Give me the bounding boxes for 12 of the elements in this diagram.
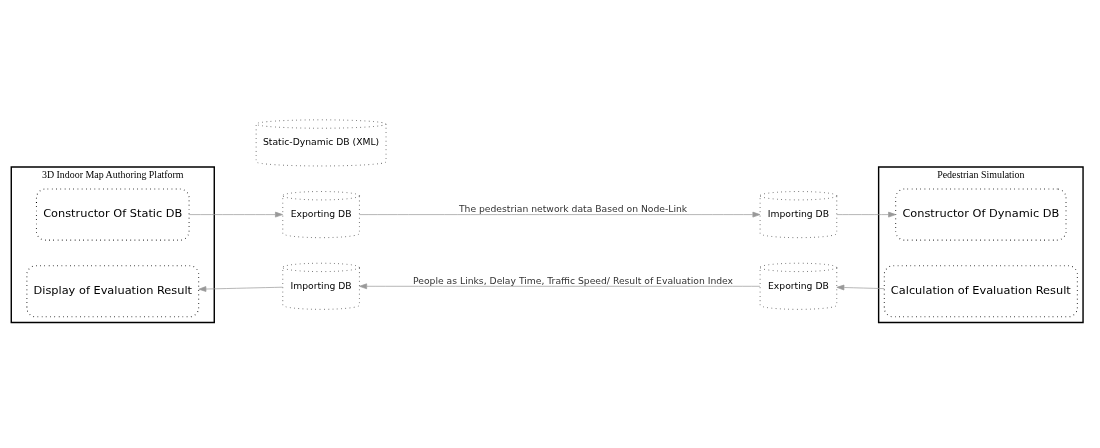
arrow (359, 211, 761, 218)
node-box: Calculation of Evaluation Result (883, 265, 1078, 318)
arrow (836, 284, 885, 291)
arrow (189, 211, 283, 218)
node-box: Constructor Of Dynamic DB (895, 188, 1067, 241)
node-box: Constructor Of Static DB (35, 188, 190, 241)
arrow (359, 283, 761, 290)
edge-label: The pedestrian network data Based on Node-Link (458, 203, 688, 215)
node-box: Display of Evaluation Result (26, 265, 200, 318)
arrow (836, 211, 896, 218)
arrow (198, 286, 283, 292)
edge-label: People as Links, Delay Time, Traffic Speed/ Result of Evaluation Index (413, 274, 734, 286)
